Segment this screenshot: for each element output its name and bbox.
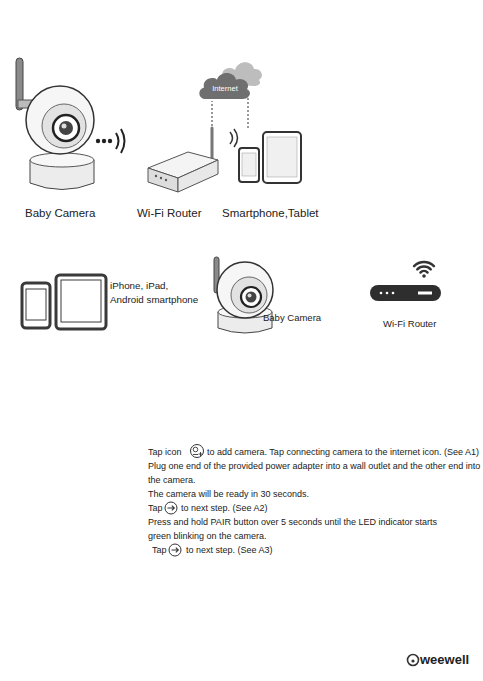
next-arrow-glyph — [172, 548, 179, 553]
camera-face — [231, 277, 267, 313]
dotted-link — [211, 101, 212, 126]
signal-wave — [234, 129, 238, 147]
tablet-icon — [263, 132, 301, 183]
wifi-arc — [421, 271, 428, 272]
router-side — [178, 160, 218, 192]
next-arrow-icon — [169, 544, 181, 556]
lens-shine — [248, 294, 252, 298]
router-bar — [418, 292, 432, 295]
router-light — [155, 175, 157, 177]
instruction-text: Tap — [148, 501, 163, 515]
brand-logo: weewell — [420, 653, 469, 667]
tablet-screen — [61, 280, 101, 322]
internet-cloud: Internet — [196, 68, 252, 101]
camera-head — [217, 262, 273, 318]
add-camera-glyph — [193, 452, 203, 456]
next-arrow-icon — [165, 502, 177, 514]
next-arrow-glyph — [168, 506, 175, 511]
instruction-text: Plug one end of the provided power adapt… — [148, 459, 483, 487]
instruction-text: Tap — [152, 543, 167, 557]
device-caption: Wi-Fi Router — [137, 206, 202, 220]
signal-wave — [116, 133, 119, 149]
router-light — [160, 177, 162, 179]
instruction-text: to next step. (See A3) — [186, 543, 273, 557]
device-caption: Baby Camera — [25, 206, 95, 220]
smartphone-icon — [22, 283, 50, 328]
tablet-screen — [267, 137, 297, 177]
node-label: Internet — [212, 85, 237, 93]
phone-screen — [242, 153, 256, 176]
phone-screen — [26, 289, 46, 320]
camera-head — [26, 86, 94, 154]
instruction-text: Tap icon — [148, 445, 182, 459]
smartphone-icon — [239, 148, 259, 182]
router-body — [370, 285, 441, 301]
signal-dot — [108, 139, 112, 143]
camera-face — [42, 104, 86, 148]
instruction-text: Press and hold PAIR button over 5 second… — [148, 515, 448, 543]
instruction-text: to add camera. Tap connecting camera to … — [207, 445, 479, 459]
router-light — [392, 292, 395, 295]
dotted-link — [247, 98, 248, 128]
camera-base-top — [30, 153, 94, 167]
lens-inner — [246, 292, 257, 303]
device-caption: Wi-Fi Router — [383, 317, 436, 331]
logo-mark — [408, 655, 419, 666]
add-camera-glyph — [193, 447, 198, 452]
lens-inner — [59, 121, 73, 135]
camera-lens — [241, 287, 261, 307]
instruction-text: to next step. (See A2) — [181, 501, 268, 515]
router-light — [386, 292, 389, 295]
wifi-dot — [422, 274, 426, 278]
lens-shine — [62, 124, 67, 129]
signal-wave — [121, 129, 125, 153]
router-light — [165, 179, 167, 181]
cloud-shape — [199, 73, 250, 99]
wifi-arc — [414, 262, 434, 266]
signal-dot — [102, 139, 106, 143]
instruction-text: The camera will be ready in 30 seconds. — [148, 487, 309, 501]
wifi-arc — [417, 267, 430, 270]
signal-wave — [230, 132, 233, 144]
logo-mark-dot — [411, 659, 414, 662]
router-front — [148, 168, 178, 192]
tablet-icon — [56, 275, 106, 329]
camera-lens — [53, 115, 79, 141]
add-camera-icon — [191, 445, 204, 458]
signal-dot — [96, 139, 100, 143]
device-caption: Baby Camera — [263, 311, 321, 325]
router-light — [380, 292, 383, 295]
device-caption: iPhone, iPad, Android smartphone — [110, 279, 202, 307]
device-caption: Smartphone,Tablet — [222, 206, 319, 220]
